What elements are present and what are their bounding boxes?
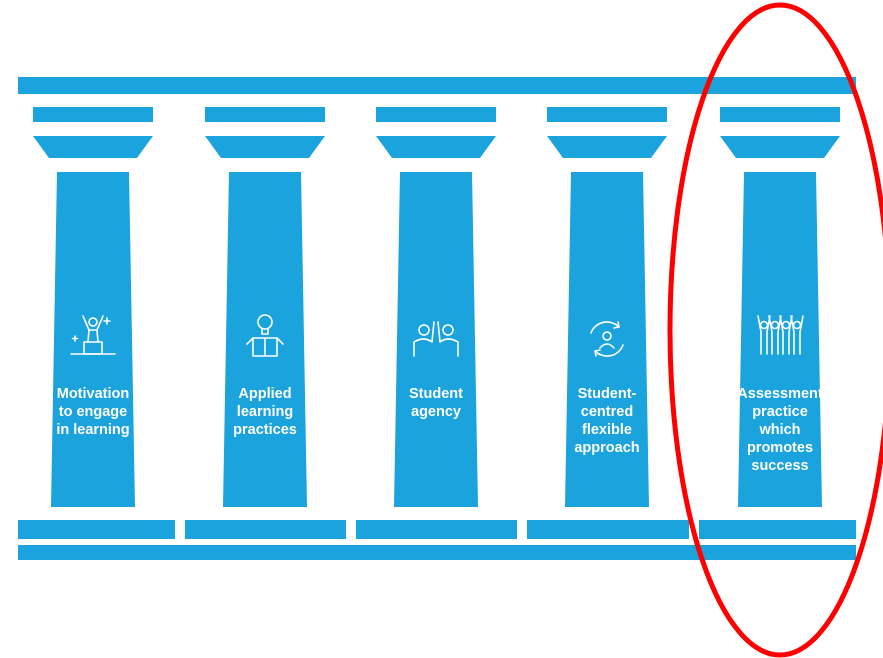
person-on-podium-icon [70, 315, 116, 355]
two-people-high-five-icon [413, 321, 459, 357]
pillar-3 [376, 107, 496, 507]
pillar-label-student-centred: Student- centred flexible approach [574, 386, 640, 456]
pillar-capital-slab [547, 107, 667, 122]
pillar-capital [720, 136, 840, 158]
roof-beam [18, 77, 856, 94]
pillar-capital [205, 136, 325, 158]
pillar-label-applied-learning: Applied learning practices [233, 386, 297, 438]
base-beam-top [18, 520, 856, 539]
pillar-label-motivation: Motivation to engage in learning [56, 386, 130, 438]
pillar-label-assessment: Assessment practice which promotes succe… [737, 386, 823, 474]
pillar-2 [205, 107, 325, 507]
pillar-shaft [394, 172, 478, 507]
pillar-shaft [738, 172, 822, 507]
pillar-1 [33, 107, 153, 507]
base-beam-bottom [18, 545, 856, 560]
person-in-cycle-arrows-icon [590, 321, 624, 357]
pillar-capital [33, 136, 153, 158]
pillar-capital [547, 136, 667, 158]
base-gap [517, 520, 527, 539]
base-gap [346, 520, 356, 539]
pillar-capital [376, 136, 496, 158]
base-gap [175, 520, 185, 539]
pillar-label-student-agency: Student agency [409, 386, 463, 420]
pillar-capital-slab [720, 107, 840, 122]
pillar-capital-slab [376, 107, 496, 122]
highlight-ellipse [667, 2, 883, 658]
lightbulb-box-icon [246, 314, 284, 357]
pillar-5 [720, 107, 840, 507]
pillar-capital-slab [205, 107, 325, 122]
pillar-capital-slab [33, 107, 153, 122]
group-celebrating-icon [757, 315, 804, 355]
pillar-shaft [51, 172, 135, 507]
